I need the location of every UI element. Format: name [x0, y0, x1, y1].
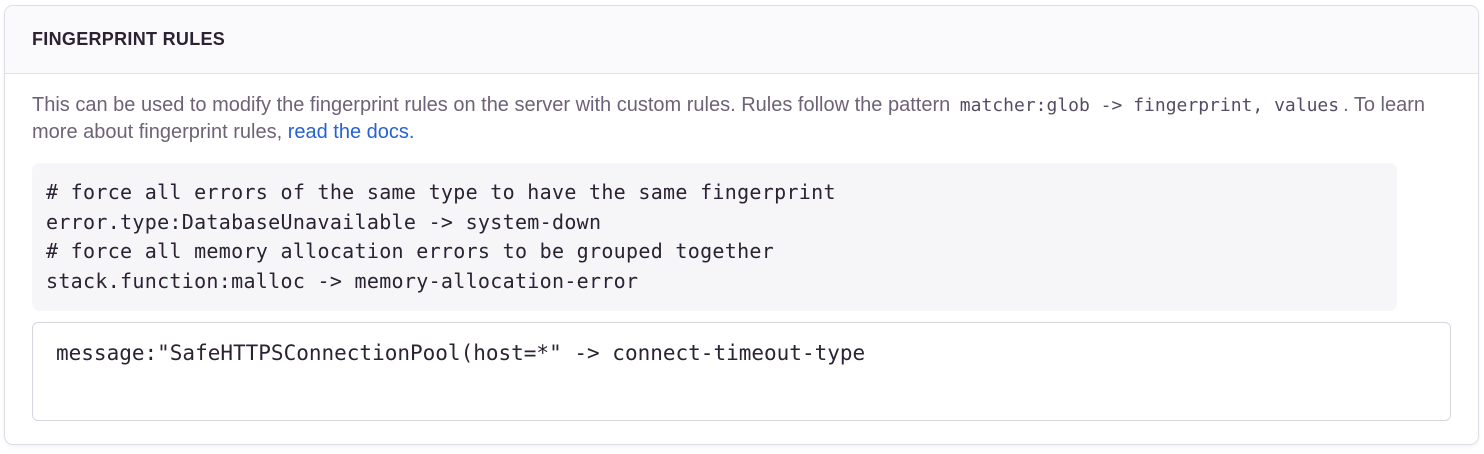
fingerprint-rules-description: This can be used to modify the fingerpri…: [32, 92, 1451, 146]
fingerprint-rules-input[interactable]: message:"SafeHTTPSConnectionPool(host=*"…: [32, 322, 1451, 421]
example-rule-line: # force all memory allocation errors to …: [46, 239, 775, 263]
fingerprint-rules-panel: FINGERPRINT RULES This can be used to mo…: [4, 5, 1479, 445]
read-the-docs-link[interactable]: read the docs.: [287, 121, 415, 143]
panel-body: This can be used to modify the fingerpri…: [5, 74, 1478, 444]
description-text-end: . To learn more about fingerprint rules,: [32, 94, 1425, 143]
panel-title: FINGERPRINT RULES: [32, 29, 226, 49]
example-rule-line: # force all errors of the same type to h…: [46, 180, 836, 204]
example-rules-code-block: # force all errors of the same type to h…: [32, 163, 1397, 311]
example-rule-line: error.type:DatabaseUnavailable -> system…: [46, 209, 602, 234]
pattern-inline-code: matcher:glob -> fingerprint, values: [959, 95, 1340, 116]
panel-header: FINGERPRINT RULES: [5, 6, 1478, 74]
example-rule-line: stack.function:malloc -> memory-allocati…: [46, 268, 639, 293]
description-text-start: This can be used to modify the fingerpri…: [32, 94, 951, 116]
